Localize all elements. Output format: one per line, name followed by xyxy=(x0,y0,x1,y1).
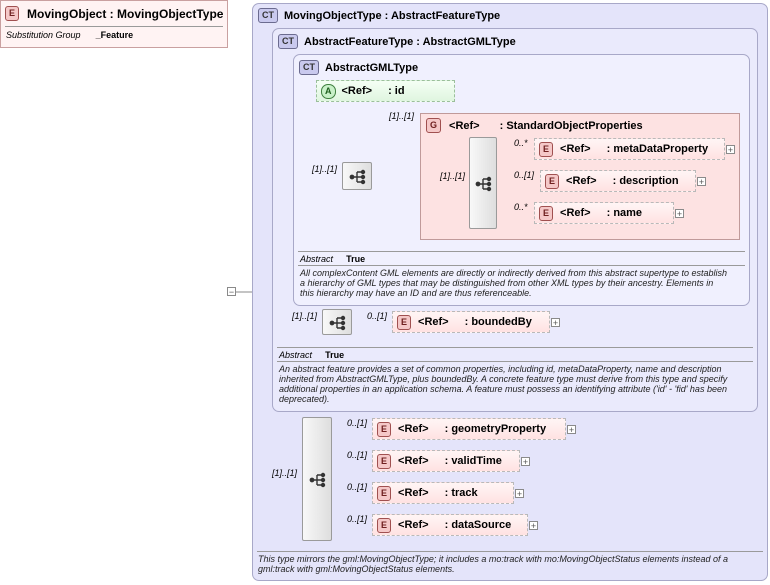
group-name: : StandardObjectProperties xyxy=(499,119,643,132)
element-badge-icon: E xyxy=(377,485,392,501)
element-badge-icon: E xyxy=(5,6,20,21)
element-data-source[interactable]: E <Ref> : dataSource xyxy=(372,514,528,536)
attribute-name: : id xyxy=(388,85,405,97)
element-ref: <Ref> xyxy=(398,487,429,499)
validtime-expand-toggle[interactable]: + xyxy=(521,457,530,467)
element-ref: <Ref> xyxy=(560,207,591,219)
element-name: : dataSource xyxy=(444,519,512,531)
sequence-icon xyxy=(309,472,326,488)
ct2-title: AbstractFeatureType : AbstractGMLType xyxy=(304,35,516,48)
group-sequence-cardinality: [1]..[1] xyxy=(440,171,466,181)
substitution-group-key: Substitution Group xyxy=(6,30,81,40)
element-geometry-property[interactable]: E <Ref> : geometryProperty xyxy=(372,418,566,440)
boundedby-expand-toggle[interactable]: + xyxy=(551,318,560,328)
attribute-badge-icon: A xyxy=(321,83,336,99)
validtime-cardinality: 0..[1] xyxy=(347,450,368,460)
element-ref: <Ref> xyxy=(398,519,429,531)
ct1-sequence-cardinality: [1]..[1] xyxy=(272,468,298,478)
element-badge-icon: E xyxy=(539,205,554,221)
element-description[interactable]: E <Ref> : description xyxy=(540,170,696,192)
element-ref: <Ref> xyxy=(418,316,449,328)
root-collapse-toggle[interactable]: − xyxy=(227,287,236,297)
element-ref: <Ref> xyxy=(398,455,429,467)
ct3-sequence-compositor[interactable] xyxy=(342,162,372,190)
geometry-cardinality: 0..[1] xyxy=(347,418,368,428)
group-badge-icon: G xyxy=(426,118,442,133)
group-ref: <Ref> xyxy=(449,119,480,132)
track-expand-toggle[interactable]: + xyxy=(515,489,524,499)
element-name: : validTime xyxy=(444,455,502,467)
element-badge-icon: E xyxy=(397,314,412,330)
element-name: : geometryProperty xyxy=(444,423,547,435)
geometry-expand-toggle[interactable]: + xyxy=(567,425,576,435)
ct2-documentation: An abstract feature provides a set of co… xyxy=(279,364,728,404)
root-element[interactable]: E MovingObject : MovingObjectType Substi… xyxy=(0,0,228,48)
datasource-cardinality: 0..[1] xyxy=(347,514,368,524)
ct2-sequence-compositor[interactable] xyxy=(322,309,352,335)
sequence-icon xyxy=(349,169,366,185)
element-ref: <Ref> xyxy=(566,175,597,187)
track-cardinality: 0..[1] xyxy=(347,482,368,492)
element-badge-icon: E xyxy=(377,421,392,437)
element-badge-icon: E xyxy=(377,453,392,469)
metadata-cardinality: 0..* xyxy=(514,138,528,148)
element-bounded-by[interactable]: E <Ref> : boundedBy xyxy=(392,311,550,333)
element-track[interactable]: E <Ref> : track xyxy=(372,482,514,504)
element-badge-icon: E xyxy=(545,173,560,189)
element-name: : name xyxy=(606,207,643,219)
complex-type-icon: CT xyxy=(299,60,319,75)
ct3-abstract-value: True xyxy=(346,254,366,264)
boundedby-cardinality: 0..[1] xyxy=(367,311,388,321)
ct1-sequence-compositor[interactable] xyxy=(302,417,332,541)
complex-type-icon: CT xyxy=(278,34,298,49)
ct3-title: AbstractGMLType xyxy=(325,61,419,74)
sequence-icon xyxy=(329,315,346,331)
ct2-abstract-key: Abstract xyxy=(279,350,313,360)
metadata-expand-toggle[interactable]: + xyxy=(726,145,735,155)
attribute-id[interactable]: A <Ref> : id xyxy=(316,80,455,102)
element-badge-icon: E xyxy=(377,517,392,533)
ct1-title: MovingObjectType : AbstractFeatureType xyxy=(284,9,501,22)
element-ref: <Ref> xyxy=(398,423,429,435)
description-expand-toggle[interactable]: + xyxy=(697,177,706,187)
element-ref: <Ref> xyxy=(560,143,591,155)
element-badge-icon: E xyxy=(539,141,554,157)
ct3-sequence-cardinality: [1]..[1] xyxy=(312,164,338,174)
element-name: : description xyxy=(612,175,679,187)
attribute-ref: <Ref> xyxy=(341,85,373,97)
element-name: : boundedBy xyxy=(464,316,532,328)
element-valid-time[interactable]: E <Ref> : validTime xyxy=(372,450,520,472)
element-name: : track xyxy=(444,487,478,499)
substitution-group-value: _Feature xyxy=(95,30,134,40)
ct3-abstract-key: Abstract xyxy=(300,254,334,264)
complex-type-icon: CT xyxy=(258,8,278,23)
ct2-abstract-value: True xyxy=(325,350,345,360)
element-name-ref[interactable]: E <Ref> : name xyxy=(534,202,674,224)
description-cardinality: 0..[1] xyxy=(514,170,535,180)
element-name: : metaDataProperty xyxy=(606,143,709,155)
sequence-icon xyxy=(475,176,492,192)
group-cardinality: [1]..[1] xyxy=(389,111,415,121)
name-cardinality: 0..* xyxy=(514,202,528,212)
group-sequence-compositor[interactable] xyxy=(469,137,497,229)
ct2-sequence-cardinality: [1]..[1] xyxy=(292,311,318,321)
root-element-label: MovingObject : MovingObjectType xyxy=(27,6,224,21)
ct1-documentation: This type mirrors the gml:MovingObjectTy… xyxy=(258,554,729,574)
ct3-documentation: All complexContent GML elements are dire… xyxy=(300,268,728,298)
datasource-expand-toggle[interactable]: + xyxy=(529,521,538,531)
name-expand-toggle[interactable]: + xyxy=(675,209,684,219)
element-metadata-property[interactable]: E <Ref> : metaDataProperty xyxy=(534,138,725,160)
